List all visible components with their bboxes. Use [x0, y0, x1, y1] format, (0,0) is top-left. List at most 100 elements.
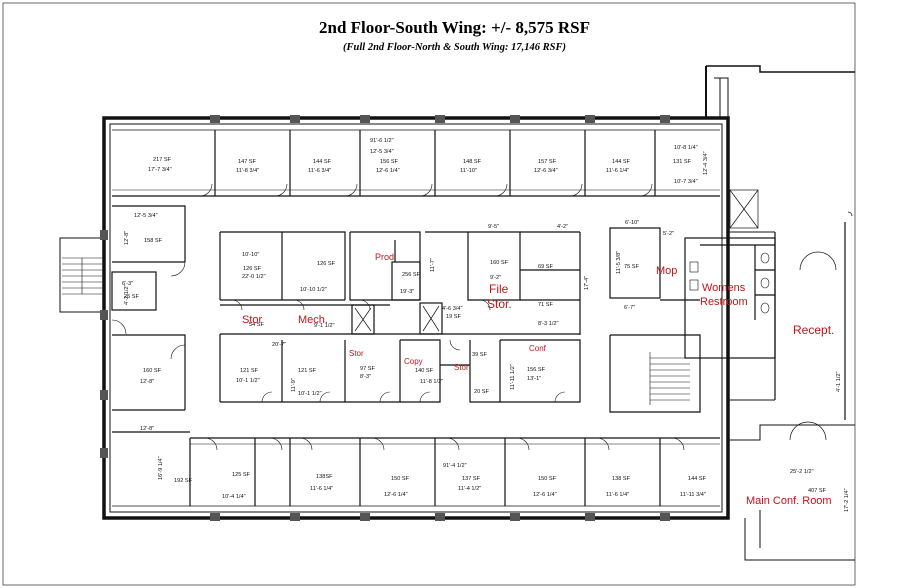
label-121bsf: 121 SF [298, 368, 317, 374]
label-148sf: 148 SF [463, 159, 482, 165]
room-label-mop: Mop [656, 265, 677, 277]
label-116: 11'-6 1/4" [310, 486, 333, 492]
label-1712: 17'-4" [584, 276, 590, 290]
label-1158: 11'-5 3/8" [616, 251, 622, 274]
label-140sf: 140 SF [415, 368, 434, 374]
label-128-left: 12'-8" [124, 231, 130, 245]
label-160sf: 160 SF [490, 260, 509, 266]
label-95: 9'-5" [488, 224, 499, 230]
label-39sf: 39 SF [472, 352, 488, 358]
room-label-prod: Prod [375, 252, 394, 262]
label-1243: 12'-4 3/4" [703, 151, 709, 175]
reception-doors [789, 211, 853, 441]
columns [100, 115, 670, 521]
label-156csf: 156 SF [527, 367, 546, 373]
label-91-bot: 91'-4 1/2" [443, 463, 467, 469]
label-125: 12'-5 3/4" [370, 149, 394, 155]
label-144sf: 144 SF [313, 159, 332, 165]
room-labels: Stor Mech. Prod File Stor. Mop Womens Re… [242, 252, 834, 507]
label-156sf: 156 SF [380, 159, 399, 165]
label-125sf: 125 SF [232, 472, 251, 478]
label-1111: 11'-11 1/2" [510, 364, 516, 390]
label-144bsf: 144 SF [612, 159, 631, 165]
label-158sf: 158 SF [144, 238, 163, 244]
left-doors [111, 261, 186, 360]
label-150sf: 150 SF [391, 476, 410, 482]
fixtures [689, 252, 770, 314]
label-116b: 11'-6 1/4" [606, 492, 629, 498]
label-69sf: 69 SF [538, 264, 554, 270]
label-150bsf: 150 SF [538, 476, 557, 482]
label-92: 9'-2" [490, 275, 501, 281]
label-101: 10'-1 1/2" [236, 378, 260, 384]
label-407sf: 407 SF [808, 488, 827, 494]
label-207: 20'-7" [272, 342, 286, 348]
label-126b: 12'-6 1/4" [384, 492, 408, 498]
label-119: 11'-9" [291, 378, 297, 392]
label-156-dim: 12'-6 1/4" [376, 168, 400, 174]
label-138bsf: 138 SF [612, 476, 631, 482]
room-label-stor: Stor [242, 314, 263, 326]
label-147sf: 147 SF [238, 159, 257, 165]
room-label-stor-3: Stor [349, 349, 364, 358]
label-128b: 12'-8" [140, 426, 154, 432]
room-label-stor-4: Stor [454, 363, 469, 372]
top-offices [112, 130, 720, 197]
label-831: 8'-3 1/2" [538, 321, 558, 327]
label-114: 11'-4 1/2" [458, 486, 481, 492]
label-20sf: 20 SF [474, 389, 490, 395]
dimension-labels: 217 SF 17'-7 3/4" 147 SF 11'-8 3/4" 144 … [122, 138, 850, 512]
room-label-main-conf: Main Conf. Room [746, 495, 832, 507]
label-160lsf: 160 SF [143, 368, 162, 374]
label-147-dim: 11'-8 3/4" [236, 168, 259, 174]
label-121sf: 121 SF [240, 368, 259, 374]
label-193: 19'-3" [400, 289, 414, 295]
label-128: 12'-8" [140, 379, 154, 385]
label-610: 6'-10" [625, 220, 639, 226]
label-46: 4'-6 3/4" [442, 306, 462, 312]
label-217sf: 217 SF [153, 157, 172, 163]
label-126c: 12'-6 1/4" [533, 492, 557, 498]
label-75sf: 75 SF [624, 264, 640, 270]
room-label-stor-2: Stor. [487, 297, 512, 311]
label-126sf: 126 SF [243, 266, 262, 272]
room-label-file: File [489, 282, 509, 296]
label-126bsf: 126 SF [317, 261, 336, 267]
room-label-restroom: Restroom [700, 296, 748, 308]
label-1010h: 10'-10 1/2" [300, 287, 327, 293]
label-144b-dim: 11'-6 1/4" [606, 168, 629, 174]
label-131: 13'-1" [527, 376, 541, 382]
label-52: 5'-2" [663, 231, 674, 237]
label-1113: 11'-11 3/4" [680, 492, 706, 498]
label-54sf: 54 SF [249, 322, 265, 328]
room-label-copy: Copy [404, 357, 423, 366]
label-412: 4'-1 1/2" [836, 372, 842, 392]
room-label-mech: Mech. [298, 314, 328, 326]
label-97sf: 97 SF [360, 366, 376, 372]
label-220: 22'-0 1/2" [242, 274, 266, 280]
label-71sf: 71 SF [538, 302, 554, 308]
label-1012: 10'-1 1/2" [298, 391, 322, 397]
label-107: 10'-7 3/4" [674, 179, 698, 185]
label-131sf: 131 SF [673, 159, 692, 165]
label-42b: 4'-2" [557, 224, 568, 230]
core-doors [231, 299, 566, 403]
label-117: 11'-7" [430, 258, 436, 272]
label-1010: 10'-10" [242, 252, 259, 258]
label-63: 6'-3" [122, 281, 133, 287]
central-core [219, 231, 581, 403]
label-144-dim: 11'-6 3/4" [308, 168, 331, 174]
label-157sf: 157 SF [538, 159, 557, 165]
restroom-block [609, 227, 776, 413]
label-169: 16'-9 1/4" [158, 456, 164, 480]
label-25sf: 25 SF [124, 294, 140, 300]
label-138sf: 138SF [316, 474, 333, 480]
label-148-dim: 11'-10" [460, 168, 477, 174]
label-252: 25'-2 1/2" [790, 469, 814, 475]
stair-center [649, 352, 690, 405]
label-1722: 17'-2 1/4" [844, 488, 850, 512]
label-19sf: 19 SF [446, 314, 462, 320]
label-91m: 9'-1 1/2" [314, 323, 334, 329]
label-192sf: 192 SF [174, 478, 193, 484]
